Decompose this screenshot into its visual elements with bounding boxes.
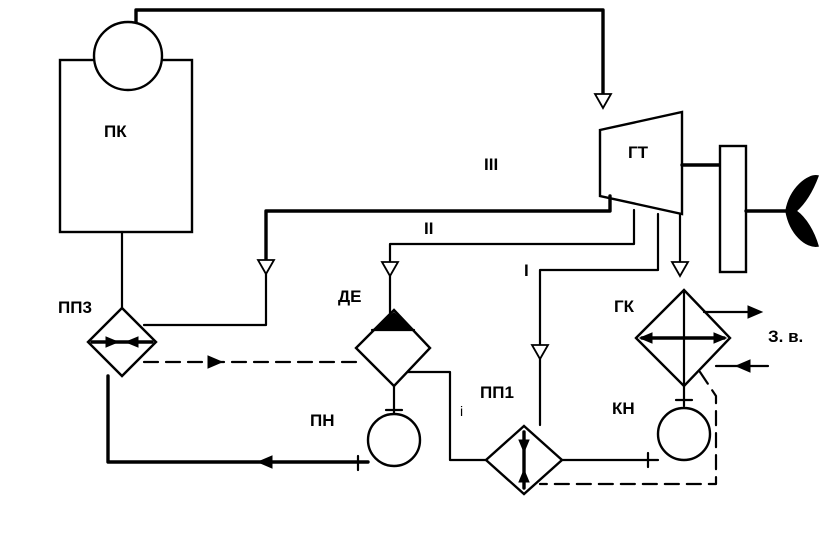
label-sea-water: З. в. — [768, 327, 803, 346]
pp1-arrow-top — [518, 439, 530, 454]
deaerator-top-fill — [372, 312, 414, 330]
label-line-i: I — [524, 261, 529, 280]
extraction-i-arrow — [530, 344, 550, 361]
sea-water-in-arrow — [734, 359, 751, 373]
sea-water-out-arrow — [747, 305, 764, 319]
extraction-iii-arrow — [256, 259, 276, 276]
label-pk: ПК — [104, 122, 127, 141]
pp3-arrow-left — [105, 336, 120, 348]
pp1-arrow-bot — [518, 468, 530, 483]
steam-inlet-arrow — [593, 93, 613, 110]
label-gt: ГТ — [628, 143, 649, 162]
condenser-arrow-left — [638, 332, 653, 344]
main-steam-line — [134, 8, 605, 96]
extraction-i-line — [538, 212, 660, 347]
extraction-iii-to-pp3 — [142, 272, 268, 327]
reduction-gear — [718, 144, 748, 274]
label-pn: ПН — [310, 411, 335, 430]
pp3-drain-arrow — [207, 355, 224, 369]
feed-pump — [366, 412, 422, 468]
label-pp3: ПП3 — [58, 298, 92, 317]
pn-flow-arrow — [256, 455, 273, 469]
pp1-to-deaerator — [402, 370, 488, 462]
label-de: ДЕ — [338, 287, 361, 306]
exhaust-arrow — [670, 261, 690, 278]
label-line-iii: III — [484, 155, 498, 174]
extraction-iii-line — [264, 194, 612, 264]
pn-to-pp3 — [106, 374, 370, 464]
main-turbine — [598, 110, 684, 216]
label-small-i: i — [460, 403, 463, 419]
label-gk: ГК — [614, 297, 635, 316]
condensate-pump — [656, 406, 712, 462]
drain-to-condenser — [538, 370, 718, 486]
extraction-ii-line — [388, 208, 636, 264]
label-pp1: ПП1 — [480, 383, 514, 402]
boiler-drum — [92, 20, 164, 92]
label-kn: КН — [612, 399, 635, 418]
condenser-arrow-right — [713, 332, 728, 344]
pp3-arrow-right — [124, 336, 139, 348]
label-line-ii: II — [424, 219, 433, 238]
propeller-icon — [785, 175, 820, 247]
extraction-ii-arrow — [380, 261, 400, 278]
